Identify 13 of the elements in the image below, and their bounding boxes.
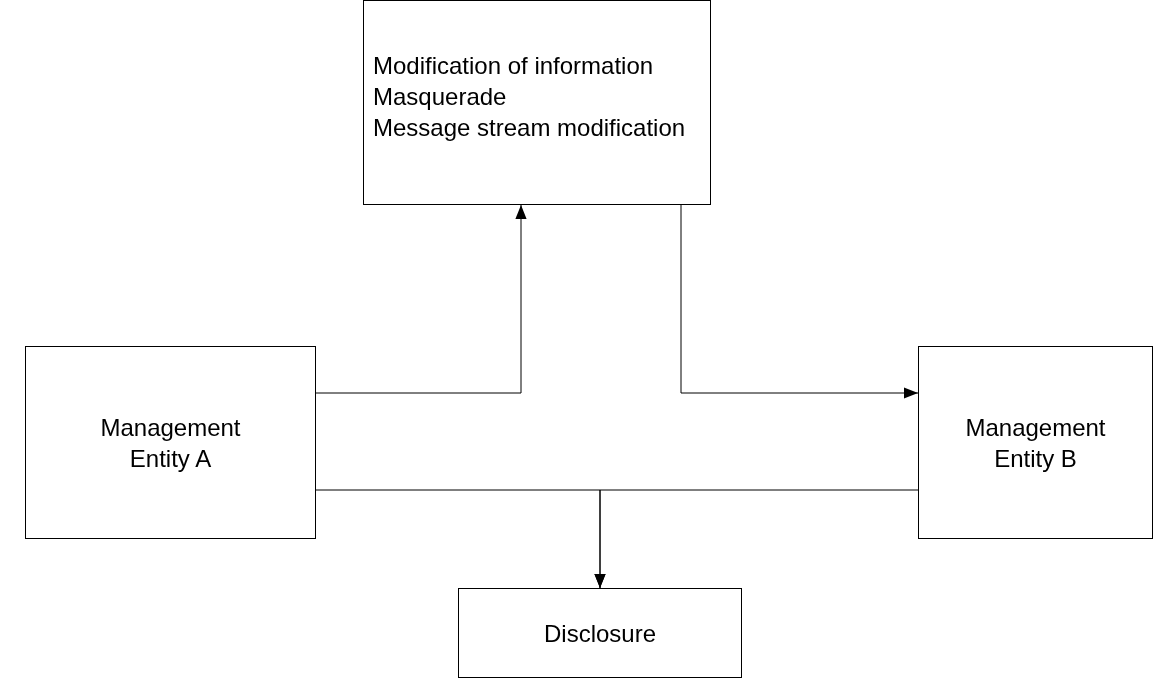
arrow bbox=[680, 204, 919, 399]
box-label: Disclosure bbox=[544, 618, 656, 649]
box-label: Management Entity A bbox=[99, 412, 242, 474]
box-label: Management Entity B bbox=[964, 412, 1107, 474]
process-box bbox=[458, 588, 742, 678]
process-box bbox=[918, 346, 1153, 539]
arrow bbox=[315, 204, 527, 394]
box-label: Modification of information bbox=[373, 51, 654, 81]
arrow bbox=[594, 489, 919, 589]
box-label: Masquerade bbox=[373, 82, 507, 112]
box-label: Message stream modification bbox=[373, 113, 686, 143]
process-box bbox=[25, 346, 316, 539]
process-box bbox=[363, 0, 711, 205]
